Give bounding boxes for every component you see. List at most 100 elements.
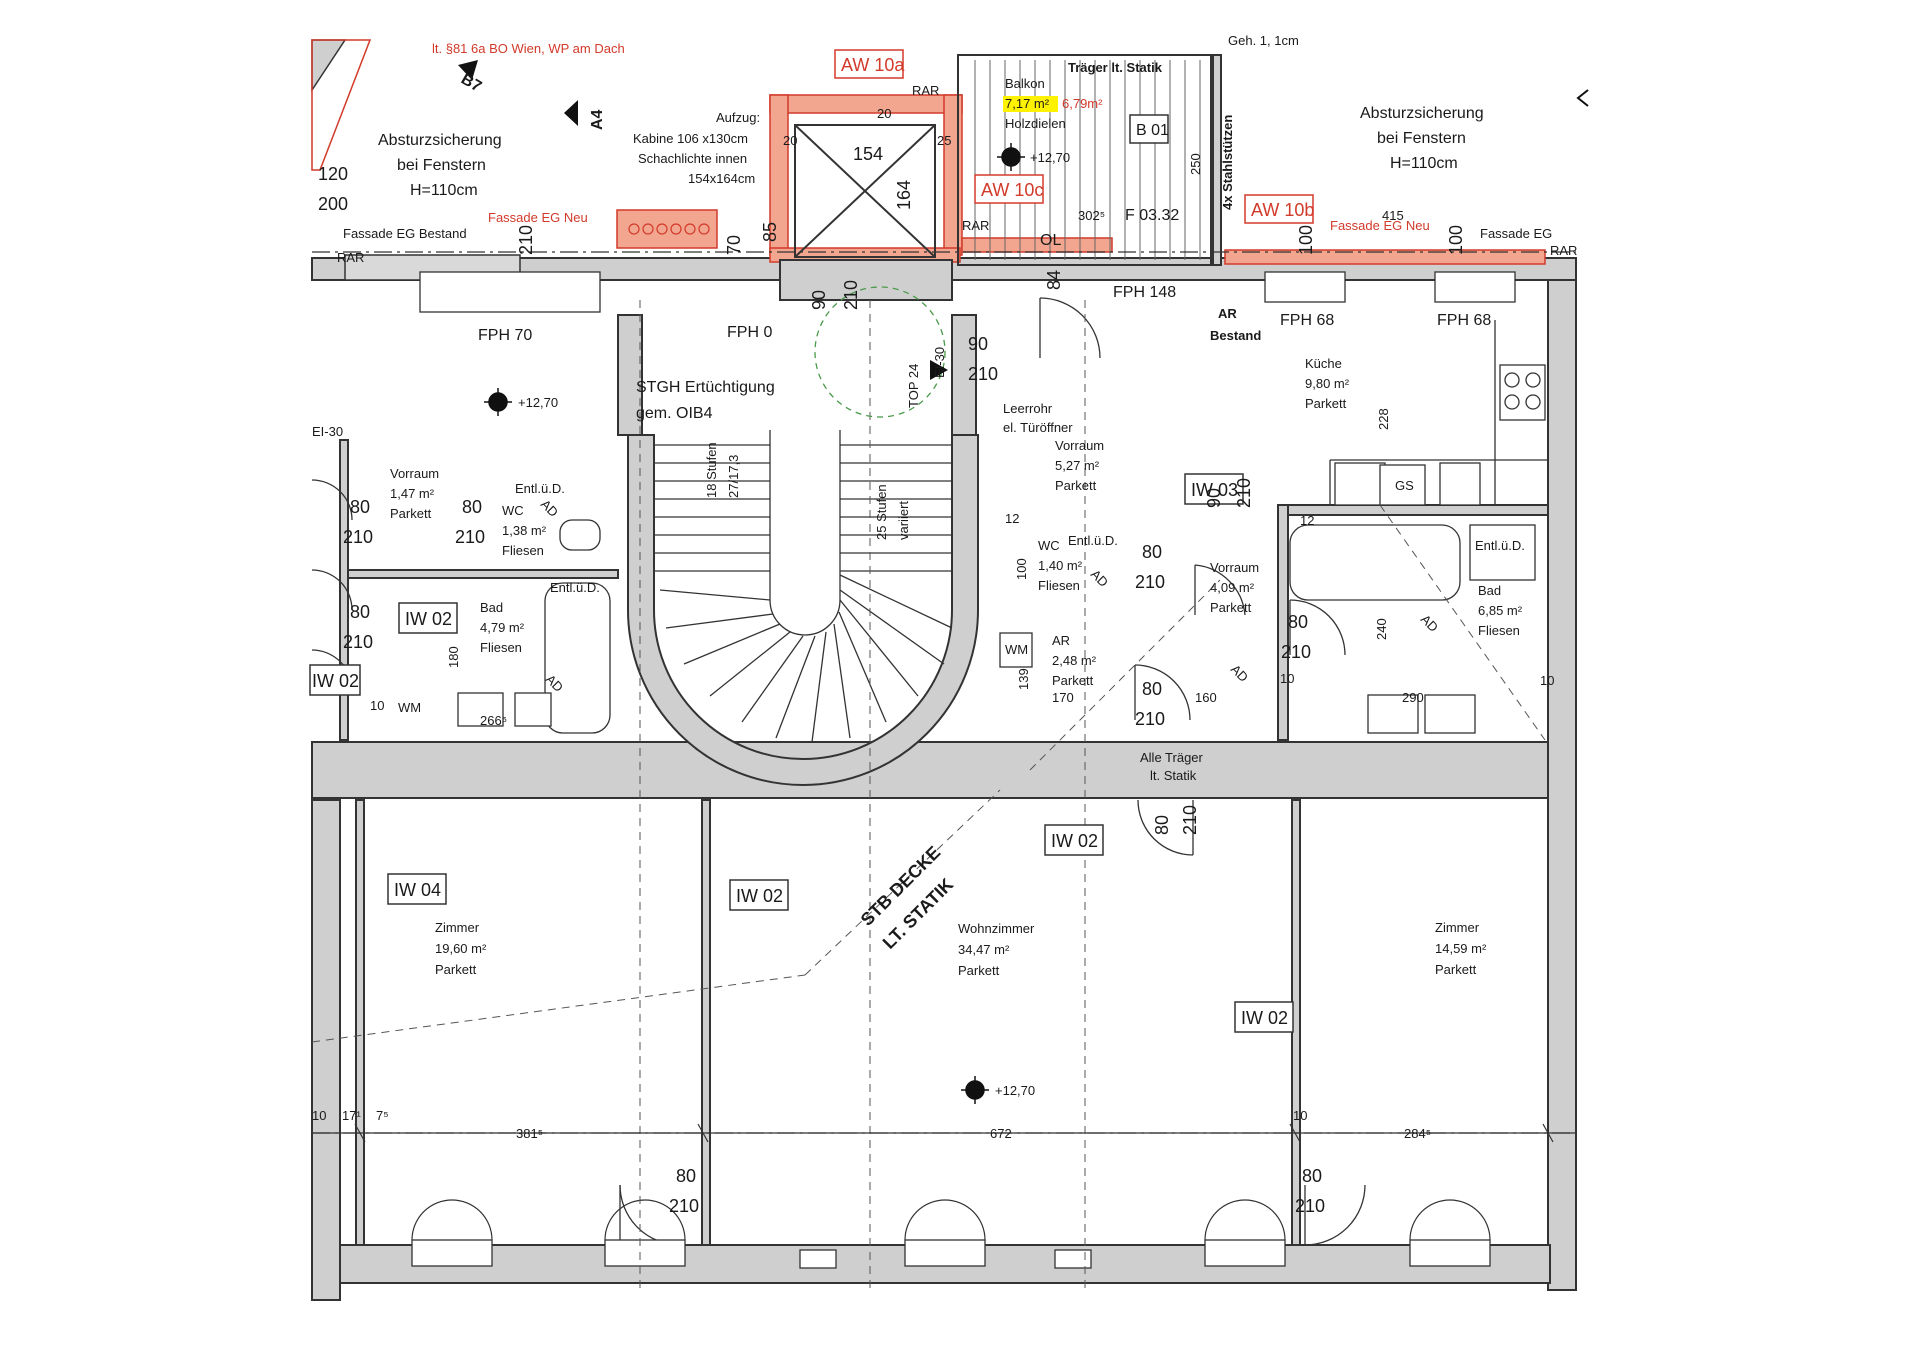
svg-text:12: 12: [1005, 511, 1019, 526]
svg-text:210: 210: [343, 527, 373, 547]
svg-text:Parkett: Parkett: [1210, 600, 1252, 615]
rar-label-mid: RAR: [962, 218, 989, 233]
facade-existing-left: Fassade EG Bestand: [343, 226, 467, 241]
svg-text:WM: WM: [398, 700, 421, 715]
dim-120-left: 120: [318, 164, 348, 184]
facade-new-right: Fassade EG Neu: [1330, 218, 1430, 233]
svg-text:80: 80: [676, 1166, 696, 1186]
ar-existing-2: Bestand: [1210, 328, 1261, 343]
svg-text:20: 20: [877, 106, 891, 121]
svg-text:Zimmer: Zimmer: [435, 920, 480, 935]
svg-text:240: 240: [1374, 618, 1389, 640]
svg-text:Fliesen: Fliesen: [502, 543, 544, 558]
svg-text:210: 210: [841, 280, 861, 310]
svg-text:AD: AD: [538, 497, 561, 520]
fall-protection-right-2: bei Fenstern: [1377, 130, 1466, 147]
room-wohnzimmer: Wohnzimmer 34,47 m² Parkett: [958, 921, 1035, 978]
svg-text:5,27 m²: 5,27 m²: [1055, 458, 1100, 473]
elevator-note-2: Kabine 106 x130cm: [633, 131, 748, 146]
svg-text:6,85 m²: 6,85 m²: [1478, 603, 1523, 618]
svg-text:Balkon: Balkon: [1005, 76, 1045, 91]
fph-70: FPH 70: [478, 327, 532, 344]
section-arrow-a4: [564, 100, 578, 126]
svg-text:WC: WC: [502, 503, 524, 518]
svg-text:90: 90: [809, 290, 829, 310]
svg-text:284⁵: 284⁵: [1404, 1126, 1431, 1141]
fall-protection-right-3: H=110cm: [1390, 155, 1458, 172]
section-b7: B7: [458, 71, 484, 96]
annotation-texts: lt. §81 6a BO Wien, WP am Dach Absturzsi…: [312, 33, 1577, 1098]
tag-aw10c: AW 10c: [981, 180, 1043, 200]
svg-text:7,17 m²: 7,17 m²: [1005, 96, 1050, 111]
svg-text:Parkett: Parkett: [1435, 962, 1477, 977]
svg-text:Entl.ü.D.: Entl.ü.D.: [1475, 538, 1525, 553]
tag-texts: AW 10a AW 10c AW 10b IW 02 IW 02 IW 02 I…: [312, 55, 1314, 1028]
svg-text:80: 80: [1288, 612, 1308, 632]
svg-text:WM: WM: [1005, 642, 1028, 657]
rar-label-right: RAR: [1550, 243, 1577, 258]
svg-text:GS: GS: [1395, 478, 1414, 493]
fall-protection-left-3: H=110cm: [410, 182, 478, 199]
svg-text:381⁵: 381⁵: [516, 1126, 543, 1141]
direction-arrow: [930, 360, 948, 380]
svg-text:WC: WC: [1038, 538, 1060, 553]
svg-text:160: 160: [1195, 690, 1217, 705]
beam-statics: Träger lt. Statik: [1068, 60, 1163, 75]
room-vorraum-mid: Vorraum 5,27 m² Parkett: [1055, 438, 1104, 493]
section-a4: A4: [589, 109, 606, 130]
svg-text:Bad: Bad: [480, 600, 503, 615]
room-zimmer-right: Zimmer 14,59 m² Parkett: [1435, 920, 1487, 977]
svg-text:25: 25: [937, 133, 951, 148]
svg-text:AD: AD: [1088, 567, 1111, 590]
svg-text:139: 139: [1016, 668, 1031, 690]
tag-iw04: IW 04: [394, 880, 441, 900]
svg-text:14,59 m²: 14,59 m²: [1435, 941, 1487, 956]
steps-25: 25 Stufen: [874, 484, 889, 540]
svg-text:19,60 m²: 19,60 m²: [435, 941, 487, 956]
svg-text:1,40 m²: 1,40 m²: [1038, 558, 1083, 573]
fixtures: [457, 364, 1546, 734]
svg-text:266⁵: 266⁵: [480, 713, 507, 728]
svg-text:Entl.ü.D.: Entl.ü.D.: [515, 481, 565, 496]
dimension-line: [312, 1123, 1576, 1143]
svg-text:302⁵: 302⁵: [1078, 208, 1105, 223]
top-truncated: Geh. 1, 1cm: [1228, 33, 1299, 48]
tag-iw02-hall: IW 02: [1051, 831, 1098, 851]
svg-text:Parkett: Parkett: [1305, 396, 1347, 411]
svg-text:17¹: 17¹: [342, 1108, 361, 1123]
f0332-label: F 03.32: [1125, 207, 1179, 224]
svg-text:AD: AD: [1418, 612, 1441, 635]
bo-note: lt. §81 6a BO Wien, WP am Dach: [432, 41, 625, 56]
svg-text:Küche: Küche: [1305, 356, 1342, 371]
svg-text:154: 154: [853, 144, 883, 164]
svg-text:AR: AR: [1052, 633, 1070, 648]
room-bad-right: Bad 6,85 m² Fliesen: [1478, 583, 1523, 638]
svg-text:Parkett: Parkett: [1055, 478, 1097, 493]
dimension-texts: 154 164 250 302⁵ 415 381⁵ 672 284⁵ 228 2…: [312, 106, 1554, 1216]
section-arrow-b7: [458, 60, 478, 80]
stairwell-note-2: gem. OIB4: [636, 405, 713, 422]
conduit-note-2: el. Türöffner: [1003, 420, 1073, 435]
svg-text:228: 228: [1376, 408, 1391, 430]
svg-text:Parkett: Parkett: [435, 962, 477, 977]
svg-text:250: 250: [1188, 153, 1203, 175]
svg-text:Zimmer: Zimmer: [1435, 920, 1480, 935]
svg-text:9,80 m²: 9,80 m²: [1305, 376, 1350, 391]
fall-protection-right-1: Absturzsicherung: [1360, 105, 1484, 122]
level-value-2: +12,70: [1030, 150, 1070, 165]
fph-68a: FPH 68: [1280, 312, 1334, 329]
svg-text:210: 210: [455, 527, 485, 547]
level-markers: [484, 143, 1025, 1104]
svg-text:4,09 m²: 4,09 m²: [1210, 580, 1255, 595]
room-wc-left: WC 1,38 m² Fliesen: [502, 503, 547, 558]
tag-boxes: [309, 114, 1294, 1033]
svg-text:100: 100: [1014, 558, 1029, 580]
svg-text:Fliesen: Fliesen: [1478, 623, 1520, 638]
room-ar: AR 2,48 m² Parkett: [1052, 633, 1097, 688]
svg-text:84: 84: [1044, 270, 1064, 290]
steps-18b: 27/17,3: [726, 455, 741, 498]
svg-text:Parkett: Parkett: [1052, 673, 1094, 688]
room-bad-left: Bad 4,79 m² Fliesen: [480, 600, 525, 655]
svg-text:210: 210: [516, 225, 536, 255]
